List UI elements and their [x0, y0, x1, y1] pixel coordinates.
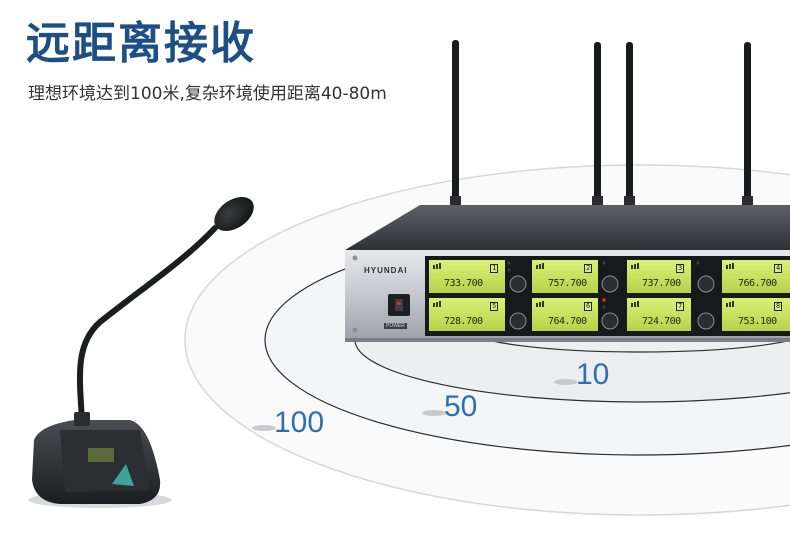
- antenna-1: [452, 40, 459, 208]
- channel-number: 3: [676, 264, 685, 273]
- volume-knob-4[interactable]: [509, 312, 527, 330]
- page-title: 远距离接收: [26, 18, 256, 69]
- channel-number: 4: [774, 264, 783, 273]
- status-led: [507, 261, 511, 265]
- volume-knob-2[interactable]: [601, 275, 619, 293]
- receiver-brand: HYUNDAI: [364, 266, 408, 275]
- frequency-readout: 733.700: [444, 278, 483, 289]
- channel-number: 6: [584, 302, 593, 311]
- distance-label-10: 10: [576, 358, 610, 391]
- talk-button[interactable]: [112, 464, 134, 486]
- frequency-readout: 724.700: [642, 316, 681, 327]
- gooseneck-microphone: [28, 196, 254, 508]
- antenna-2: [594, 42, 601, 210]
- volume-knob-5[interactable]: [601, 312, 619, 330]
- channel-number: 1: [490, 264, 499, 273]
- frequency-readout: 728.700: [444, 316, 483, 327]
- status-led: [602, 305, 606, 309]
- volume-knob-6[interactable]: [697, 312, 715, 330]
- receiver-top: [345, 205, 790, 250]
- frequency-readout: 753.100: [738, 316, 777, 327]
- base-display: [88, 448, 114, 462]
- antenna-4: [744, 42, 751, 210]
- channel-number: 7: [676, 302, 685, 311]
- frequency-readout: 757.700: [548, 278, 587, 289]
- antenna-3: [626, 42, 633, 210]
- distance-label-100: 100: [274, 406, 325, 439]
- status-led: [507, 268, 511, 272]
- channel-number: 8: [774, 302, 783, 311]
- page-subtitle: 理想环境达到100米,复杂环境使用距离40-80m: [28, 84, 387, 104]
- volume-knob-1[interactable]: [509, 275, 527, 293]
- status-led: [602, 298, 606, 302]
- gooseneck-stem: [76, 225, 218, 425]
- frequency-readout: 737.700: [642, 278, 681, 289]
- channel-number: 5: [490, 302, 499, 311]
- distance-label-50: 50: [444, 390, 478, 423]
- volume-knob-3[interactable]: [697, 275, 715, 293]
- frequency-readout: 764.700: [548, 316, 587, 327]
- power-label: POWER: [384, 323, 407, 329]
- channel-number: 2: [584, 264, 593, 273]
- volume-knobs: [509, 275, 715, 330]
- foam-windscreen: [214, 196, 254, 232]
- frequency-readout: 766.700: [738, 278, 777, 289]
- status-led: [696, 261, 700, 265]
- antennas: [450, 40, 753, 210]
- status-led: [602, 261, 606, 265]
